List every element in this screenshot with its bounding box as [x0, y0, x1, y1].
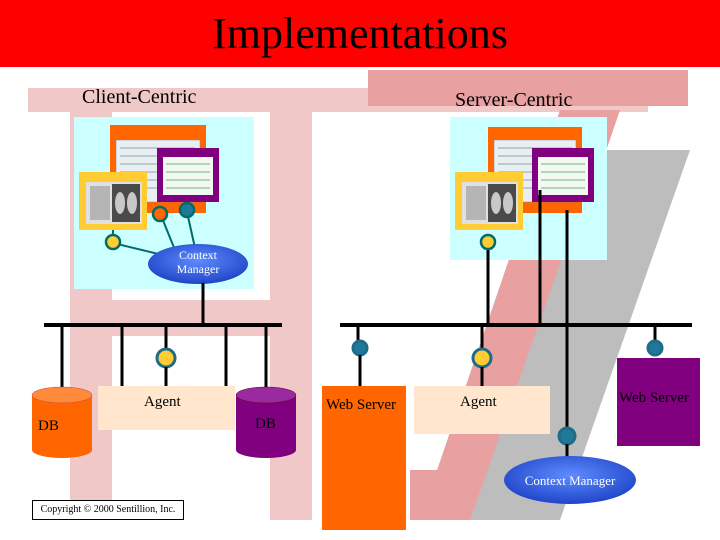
server-agent-label: Agent [460, 394, 497, 410]
client-agent-connector-dot [155, 347, 177, 369]
copyright-notice: Copyright © 2000 Sentillion, Inc. [32, 500, 184, 520]
client-connector-dot-orange [151, 205, 169, 223]
server-centric-heading: Server-Centric [455, 89, 573, 111]
client-workstation [74, 117, 254, 289]
client-db-left-cylinder [31, 386, 93, 458]
server-bus [340, 190, 692, 462]
server-context-manager-label: Context Manager [524, 473, 616, 488]
server-web-server-left-box [322, 386, 406, 530]
server-workstation [450, 117, 607, 260]
server-context-manager-ellipse [504, 456, 636, 504]
page-title: Implementations [212, 9, 508, 58]
client-context-manager-label: Context Manager [176, 248, 220, 276]
client-connector-dot-yellow [104, 233, 122, 251]
client-centric-heading: Client-Centric [82, 86, 197, 108]
server-agent-box [414, 386, 550, 434]
client-db-left-label: DB [38, 418, 59, 434]
server-web-server-right-label: Web Server [619, 390, 690, 406]
server-agent-connector-dot [471, 347, 493, 369]
client-agent-box [98, 386, 235, 430]
server-connector-dot-yellow [479, 233, 497, 251]
client-connector-dot-purple [178, 201, 196, 219]
server-context-connector-dot [557, 426, 577, 446]
server-web-left-connector-dot [351, 339, 369, 357]
client-context-manager-ellipse [148, 244, 248, 284]
server-web-server-left-label: Web Server [326, 397, 397, 413]
title-bar [0, 0, 720, 67]
server-web-right-connector-dot [646, 339, 664, 357]
client-agent-label: Agent [144, 394, 181, 410]
server-web-server-right-box [617, 358, 700, 446]
client-db-right-cylinder [235, 386, 297, 458]
client-bus [44, 283, 282, 390]
client-db-right-label: DB [255, 416, 276, 432]
